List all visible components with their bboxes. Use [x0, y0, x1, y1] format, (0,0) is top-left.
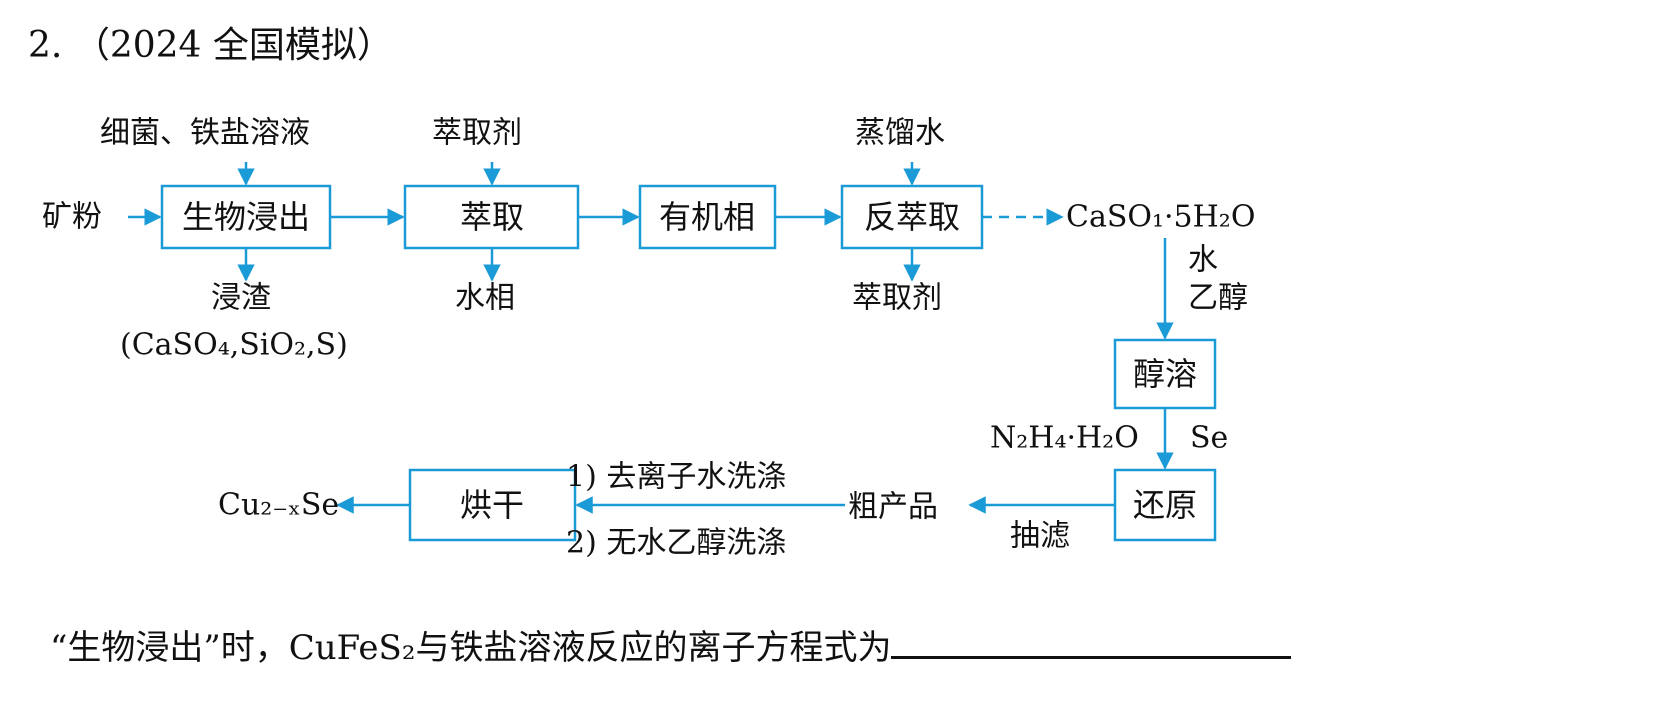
box-reduce	[1113, 468, 1217, 542]
label-bacteria: 细菌、铁盐溶液	[100, 116, 310, 151]
node-organic: 有机相	[659, 198, 755, 236]
label-wash1: 1) 去离子水洗涤	[566, 460, 786, 495]
stem-before: “生物浸出”时，	[50, 628, 289, 668]
node-alcohol: 醇溶	[1133, 355, 1197, 393]
question-source: （2024 全国模拟）	[73, 25, 393, 66]
label-ore: 矿粉	[42, 200, 102, 235]
node-dry: 烘干	[460, 486, 524, 524]
label-distilled-water: 蒸馏水	[855, 116, 945, 151]
label-residue-comp: (CaSO₄,SiO₂,S)	[120, 328, 348, 363]
stem-after: 与铁盐溶液反应的离子方程式为	[415, 628, 892, 668]
label-filter: 抽滤	[1010, 519, 1070, 554]
box-alcohol	[1113, 338, 1217, 410]
node-reduce: 还原	[1133, 486, 1197, 524]
label-wash2: 2) 无水乙醇洗涤	[566, 526, 786, 561]
label-product1: CaSO₁·5H₂O	[1066, 200, 1255, 235]
node-bioleach: 生物浸出	[182, 198, 310, 236]
node-extract: 萃取	[460, 198, 524, 236]
process-flowchart: 生物浸出 萃取 有机相 反萃取 醇溶 还原 烘干 矿粉 细菌、铁盐溶液 浸渣 (…	[42, 116, 1255, 561]
question-header: 2. （2024 全国模拟）	[28, 16, 393, 68]
label-se: Se	[1190, 421, 1228, 456]
label-aqueous: 水相	[455, 281, 515, 316]
answer-blank[interactable]	[891, 622, 1292, 659]
label-crude: 粗产品	[848, 490, 938, 525]
node-strip: 反萃取	[864, 198, 960, 236]
box-dry	[408, 468, 577, 542]
label-water: 水	[1188, 243, 1218, 278]
label-hydrazine: N₂H₄·H₂O	[990, 421, 1139, 456]
question-stem: “生物浸出”时，CuFeS₂与铁盐溶液反应的离子方程式为	[50, 620, 1292, 669]
stem-formula: CuFeS₂	[288, 628, 416, 668]
label-residue: 浸渣	[211, 281, 271, 316]
question-number: 2.	[28, 25, 63, 66]
label-final: Cu₂₋ₓSe	[218, 488, 339, 523]
label-extractant-in: 萃取剂	[432, 116, 522, 151]
label-ethanol: 乙醇	[1188, 281, 1248, 316]
label-extractant-out: 萃取剂	[852, 281, 942, 316]
